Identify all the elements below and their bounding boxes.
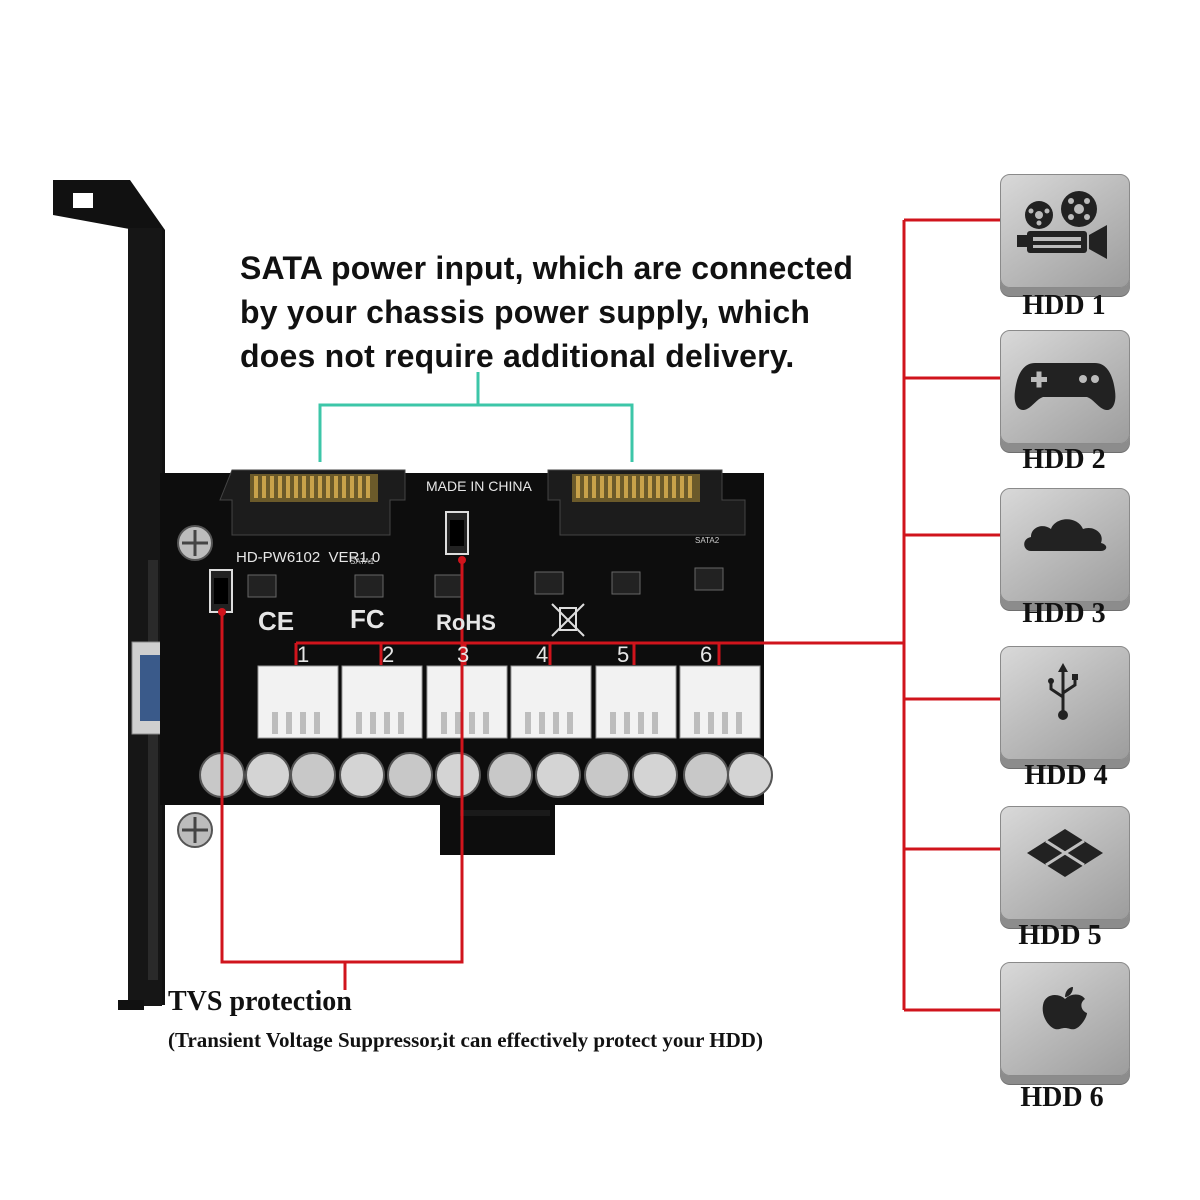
callout-line: by your chassis power supply, which [240, 294, 811, 330]
board-model-label: HD-PW6102 VER1.0 [236, 549, 381, 566]
tvs-note: (Transient Voltage Suppressor,it can eff… [168, 1028, 763, 1052]
port-number: 1 [297, 642, 310, 667]
hdd-drive-6 [1000, 962, 1130, 1076]
sata-power-connector [547, 469, 746, 536]
screw-icon [177, 525, 213, 848]
hdd-drive-5 [1000, 806, 1130, 920]
hdd-label: HDD 5 [1018, 920, 1102, 951]
weee-bin-icon [551, 603, 585, 637]
port-number: 4 [536, 642, 549, 667]
port-number: 3 [457, 642, 470, 667]
hdd-label: HDD 6 [1020, 1082, 1104, 1113]
sata-callout-text: SATA power input, which are connected by… [240, 246, 920, 378]
hdd-label: HDD 3 [1022, 598, 1106, 629]
port-number: 6 [700, 642, 713, 667]
port-number: 2 [382, 642, 395, 667]
sata-power-connector [219, 469, 406, 536]
sata2-label: SATA2 [695, 536, 720, 545]
gamepad-icon [1014, 363, 1116, 411]
chip-icons [247, 567, 724, 598]
ce-mark: CE [258, 606, 295, 636]
cloud-icon [1024, 519, 1107, 551]
film-camera-icon [1017, 191, 1107, 259]
tvs-diode [445, 511, 469, 555]
pcie-bracket [53, 180, 165, 1010]
tvs-callout-connector [218, 556, 466, 990]
hdd-label: HDD 4 [1024, 760, 1108, 791]
hdd-drive-1 [1000, 174, 1130, 288]
made-in-label: MADE IN CHINA [426, 478, 532, 494]
callout-line: SATA power input, which are connected [240, 250, 854, 286]
callout-line: does not require additional delivery. [240, 338, 795, 374]
port-number: 5 [617, 642, 630, 667]
fan-headers [257, 665, 761, 739]
apple-icon [1042, 987, 1087, 1030]
tvs-diode [209, 569, 233, 613]
hdd-label: HDD 1 [1022, 290, 1106, 321]
hdd-drive-4 [1000, 646, 1130, 760]
rohs-mark: RoHS [436, 610, 496, 635]
hdd-drive-2 [1000, 330, 1130, 444]
tvs-title: TVS protection [168, 986, 352, 1017]
hdd-label: HDD 2 [1022, 444, 1106, 475]
fcc-mark: FC [350, 604, 385, 634]
capacitor-row [199, 752, 773, 798]
sata1-label: SATA1 [350, 557, 375, 566]
hdd-drive-3 [1000, 488, 1130, 602]
windows-icon [1027, 829, 1103, 877]
sata-callout-connector [318, 372, 634, 462]
usb-icon [1048, 663, 1078, 720]
